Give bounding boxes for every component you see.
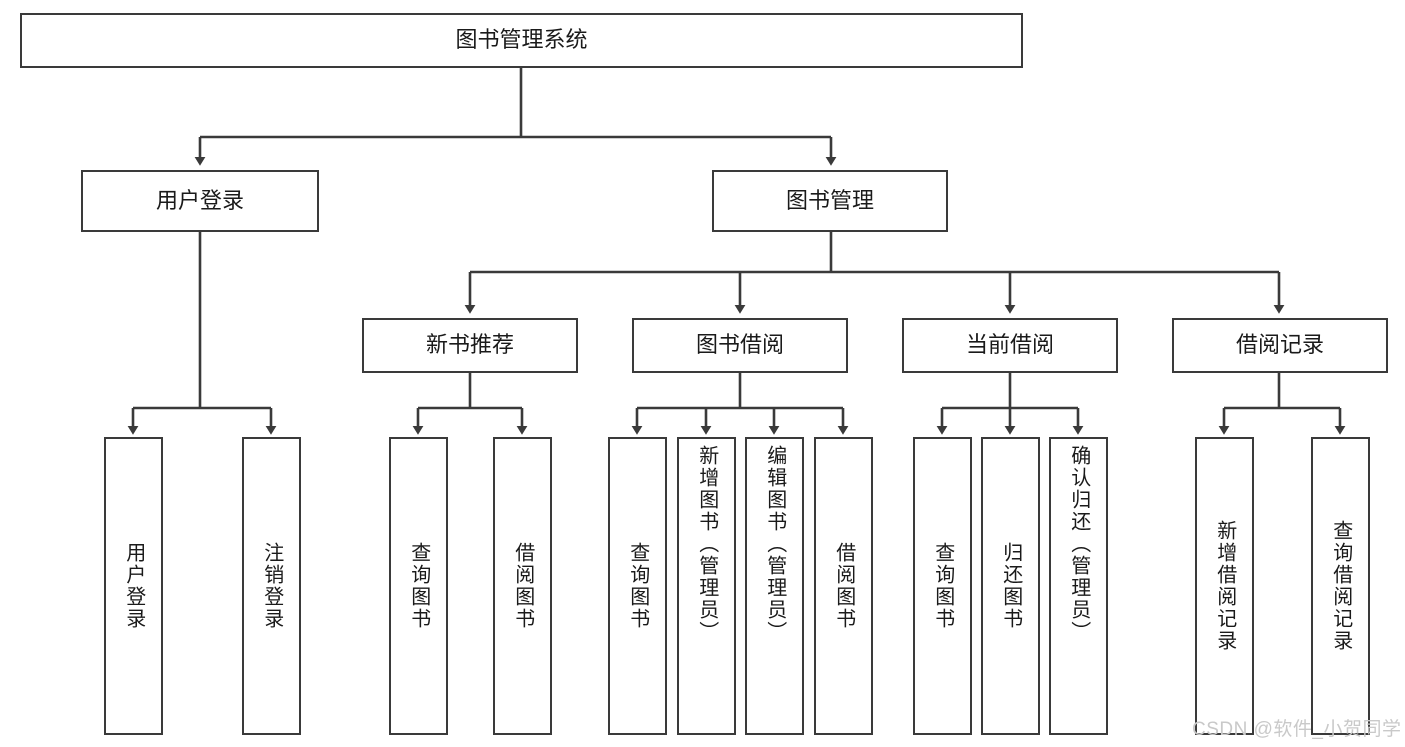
node-label: 新增借阅记录 (1213, 520, 1236, 652)
leaf-query-record[interactable]: 查询借阅记录 (1311, 437, 1370, 735)
node-label: 归还图书 (999, 542, 1022, 630)
node-label: 图书管理系统 (455, 27, 588, 53)
node-label: 查询借阅记录 (1329, 520, 1352, 652)
node-label: 查询图书 (931, 542, 954, 630)
node-user-login[interactable]: 用户登录 (81, 170, 319, 232)
leaf-borrow-book-1[interactable]: 借阅图书 (493, 437, 552, 735)
node-label: 借阅图书 (832, 542, 855, 630)
leaf-confirm-return[interactable]: 确认归还（管理员） (1049, 437, 1108, 735)
node-label: 当前借阅 (965, 332, 1054, 358)
leaf-query-book-2[interactable]: 查询图书 (608, 437, 667, 735)
node-label: 用户登录 (155, 187, 244, 213)
leaf-borrow-book-2[interactable]: 借阅图书 (814, 437, 873, 735)
node-label: 注销登录 (260, 542, 283, 630)
node-book-management[interactable]: 图书管理 (712, 170, 948, 232)
leaf-user-login[interactable]: 用户登录 (104, 437, 163, 735)
node-label: 借阅记录 (1235, 332, 1324, 358)
leaf-query-book-3[interactable]: 查询图书 (913, 437, 972, 735)
csdn-watermark: CSDN @软件_小贺同学 (1192, 719, 1402, 740)
leaf-add-book[interactable]: 新增图书（管理员） (677, 437, 736, 735)
node-label: 编辑图书（管理员） (763, 445, 786, 643)
leaf-logout[interactable]: 注销登录 (242, 437, 301, 735)
node-label: 用户登录 (122, 542, 145, 630)
node-label: 查询图书 (407, 542, 430, 630)
leaf-return-book[interactable]: 归还图书 (981, 437, 1040, 735)
node-label: 新书推荐 (425, 332, 514, 358)
node-new-book-recommend[interactable]: 新书推荐 (362, 318, 578, 373)
node-root-system[interactable]: 图书管理系统 (20, 13, 1023, 68)
node-label: 借阅图书 (511, 542, 534, 630)
node-label: 新增图书（管理员） (695, 445, 718, 643)
leaf-query-book-1[interactable]: 查询图书 (389, 437, 448, 735)
node-label: 查询图书 (626, 542, 649, 630)
node-current-borrow[interactable]: 当前借阅 (902, 318, 1118, 373)
node-label: 确认归还（管理员） (1067, 445, 1090, 643)
node-borrow-record[interactable]: 借阅记录 (1172, 318, 1388, 373)
leaf-edit-book[interactable]: 编辑图书（管理员） (745, 437, 804, 735)
node-book-borrow[interactable]: 图书借阅 (632, 318, 848, 373)
node-label: 图书管理 (785, 187, 874, 213)
leaf-add-record[interactable]: 新增借阅记录 (1195, 437, 1254, 735)
node-label: 图书借阅 (695, 332, 784, 358)
